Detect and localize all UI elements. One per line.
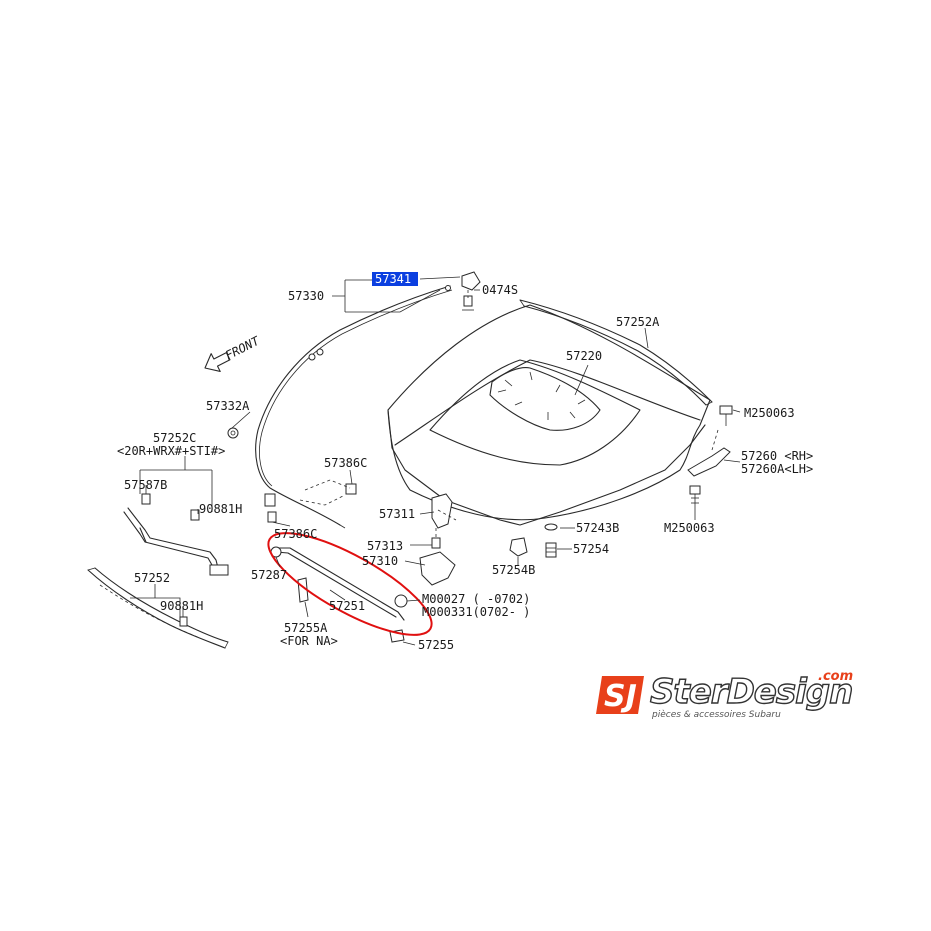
cable-clip-57341: [445, 271, 481, 311]
label-90881h-bottom[interactable]: 90881H: [160, 599, 203, 613]
highlight-callout: [267, 532, 433, 636]
label-57260[interactable]: 57260 <RH>: [741, 449, 813, 463]
label-57254[interactable]: 57254: [573, 542, 609, 556]
highlight-box-57341: [372, 272, 418, 286]
stopper-57243b: [544, 523, 558, 531]
seal-57252: [87, 567, 229, 649]
front-arrow-icon: [204, 352, 231, 373]
label-57313[interactable]: 57313: [367, 539, 403, 553]
part-labels: 57341 57330 0474S 57252A 57220 M250063 5…: [117, 272, 813, 652]
label-57252a[interactable]: 57252A: [616, 315, 660, 329]
label-m250063-top[interactable]: M250063: [744, 406, 795, 420]
label-57252[interactable]: 57252: [134, 571, 170, 585]
latch-57311: [431, 493, 457, 529]
label-57260a[interactable]: 57260A<LH>: [741, 462, 813, 476]
grommet-57332a: [227, 427, 239, 439]
clip-57386c-top: [299, 479, 357, 506]
clip-57386c-bottom: [264, 493, 277, 523]
label-57386c-bottom[interactable]: 57386C: [274, 527, 317, 541]
weatherstrip-57252a: [519, 299, 713, 406]
label-57341[interactable]: 57341: [375, 272, 411, 286]
label-57254b[interactable]: 57254B: [492, 563, 535, 577]
label-57310[interactable]: 57310: [362, 554, 398, 568]
label-57287[interactable]: 57287: [251, 568, 287, 582]
release-cable-57330: [255, 285, 453, 529]
logo-tagline: pièces & accessoires Subaru: [651, 709, 781, 720]
brand-logo: SJ SterDesign .com pièces & accessoires …: [596, 669, 854, 720]
leader-lines: [130, 276, 741, 646]
label-m250063-bottom[interactable]: M250063: [664, 521, 715, 535]
stopper-57254: [545, 542, 557, 558]
label-0474s[interactable]: 0474S: [482, 283, 518, 297]
logo-monogram: SJ: [604, 679, 637, 714]
logo-domain: .com: [818, 669, 853, 684]
front-label: FRONT: [223, 333, 262, 362]
label-57311[interactable]: 57311: [379, 507, 415, 521]
label-57251[interactable]: 57251: [329, 599, 365, 613]
label-57386c-top[interactable]: 57386C: [324, 456, 367, 470]
hood-panel: [387, 304, 711, 526]
bolt-m250063-bottom: [689, 485, 701, 510]
label-90881h-top[interactable]: 90881H: [199, 502, 242, 516]
label-57587b[interactable]: 57587B: [124, 478, 167, 492]
label-57252c-note: <20R+WRX#+STI#>: [117, 444, 225, 458]
label-57332a[interactable]: 57332A: [206, 399, 250, 413]
latch-striker-57310: [419, 528, 456, 586]
label-57255a[interactable]: 57255A: [284, 621, 328, 635]
label-57255[interactable]: 57255: [418, 638, 454, 652]
label-57330[interactable]: 57330: [288, 289, 324, 303]
bolt-m250063-top: [719, 405, 733, 426]
label-57255a-note: <FOR NA>: [280, 634, 338, 648]
label-57252c[interactable]: 57252C: [153, 431, 196, 445]
seal-57252c: [123, 493, 229, 576]
label-57243b[interactable]: 57243B: [576, 521, 619, 535]
logo-brand: SterDesign: [650, 672, 852, 712]
logo-monogram-icon: SJ: [596, 676, 644, 714]
label-57220[interactable]: 57220: [566, 349, 602, 363]
label-m00027[interactable]: M00027 ( -0702): [422, 592, 530, 606]
bracket-57260: [687, 429, 731, 477]
stopper-57254b: [509, 537, 528, 557]
label-m000331[interactable]: M000331(0702- ): [422, 605, 530, 619]
